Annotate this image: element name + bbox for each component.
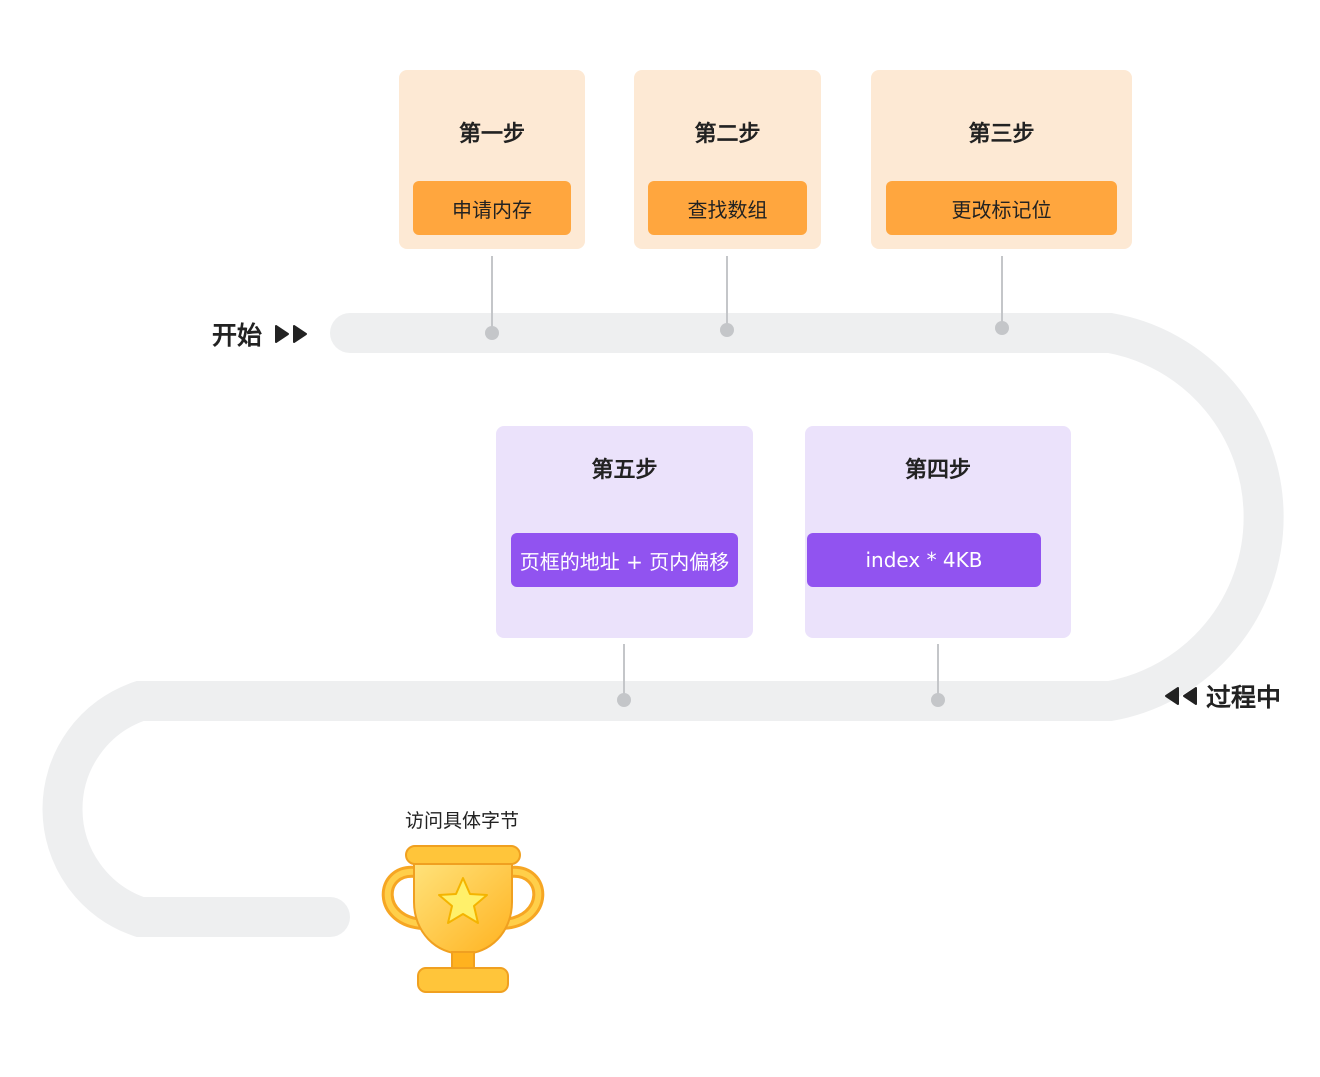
step-1-card: 第一步 申请内存 bbox=[399, 70, 585, 249]
step-3-card: 第三步 更改标记位 bbox=[871, 70, 1132, 249]
forward-arrows-icon bbox=[274, 324, 310, 344]
goal-label: 访问具体字节 bbox=[404, 810, 519, 832]
track-node-step-5 bbox=[617, 693, 631, 707]
trophy-icon bbox=[381, 845, 545, 993]
step-1-action: 申请内存 bbox=[413, 181, 571, 235]
in-progress-label: 过程中 bbox=[1162, 679, 1281, 713]
step-4-card: 第四步 index * 4KB bbox=[805, 426, 1071, 638]
start-text: 开始 bbox=[212, 321, 263, 350]
step-4-action: index * 4KB bbox=[807, 533, 1041, 587]
track-node-step-1 bbox=[485, 326, 499, 340]
step-5-title: 第五步 bbox=[591, 458, 658, 483]
step-3-action: 更改标记位 bbox=[886, 181, 1117, 235]
track-node-step-2 bbox=[720, 323, 734, 337]
star-icon bbox=[438, 877, 488, 924]
track-node-step-4 bbox=[931, 693, 945, 707]
step-5-card: 第五步 页框的地址 + 页内偏移 bbox=[496, 426, 753, 638]
step-2-card: 第二步 查找数组 bbox=[634, 70, 821, 249]
backward-arrows-icon bbox=[1162, 686, 1198, 706]
in-progress-text: 过程中 bbox=[1206, 683, 1282, 712]
start-label: 开始 bbox=[212, 317, 310, 351]
track-node-step-3 bbox=[995, 321, 1009, 335]
step-3-title: 第三步 bbox=[968, 122, 1035, 147]
step-5-action: 页框的地址 + 页内偏移 bbox=[511, 533, 738, 587]
step-2-title: 第二步 bbox=[694, 122, 761, 147]
step-1-title: 第一步 bbox=[458, 122, 525, 147]
step-4-title: 第四步 bbox=[904, 458, 971, 483]
step-2-action: 查找数组 bbox=[648, 181, 807, 235]
